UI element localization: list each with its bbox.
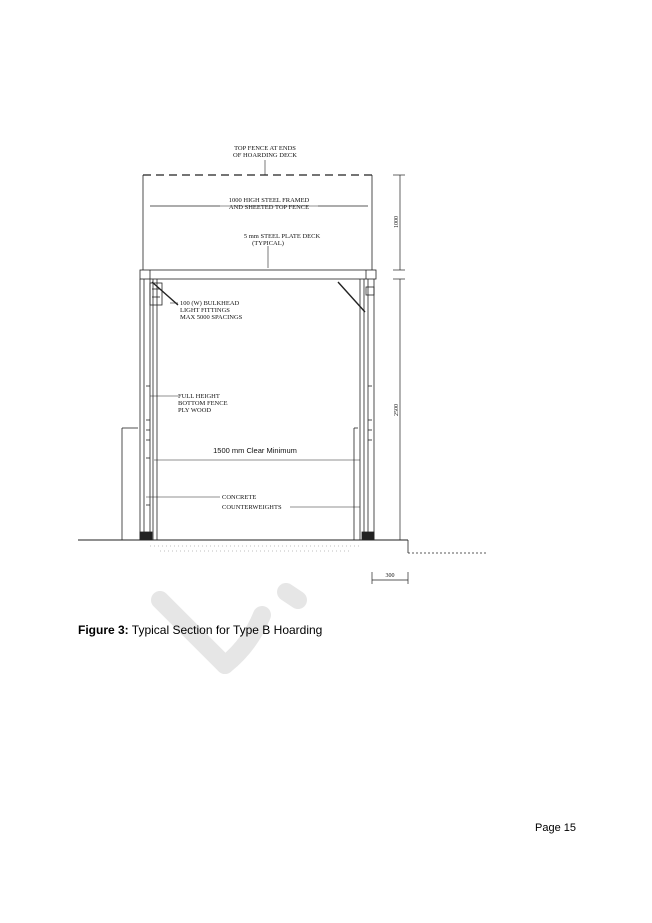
dim-bottom: 300 [386,573,395,579]
clear-width-note: 1500 mm Clear Minimum [213,446,297,455]
deck-beam [139,269,377,280]
top-fence-note-2: OF HOARDING DECK [233,152,297,159]
braces [151,281,366,313]
dim-top: 1000 [394,216,400,228]
figure-caption: Figure 3: Typical Section for Type B Hoa… [78,623,322,637]
dimension-lines [371,174,409,584]
bulkhead-note-3: MAX 5000 SPACINGS [180,314,243,321]
counterweight-note-1: CONCRETE [222,494,256,501]
right-post [353,279,375,541]
left-post [121,279,163,541]
drawing-labels: TOP FENCE AT ENDS OF HOARDING DECK 1000 … [178,145,400,579]
bottom-fence-note-2: BOTTOM FENCE [178,400,228,407]
bulkhead-note-2: LIGHT FITTINGS [180,307,230,314]
watermark [151,583,307,674]
page-number: Page 15 [535,822,576,834]
top-fence-note-1: TOP FENCE AT ENDS [234,145,296,152]
bulkhead-note-1: 100 (W) BULKHEAD [180,300,240,307]
fence-note-1: 1000 HIGH STEEL FRAMED [229,197,310,204]
deck-note-2: (TYPICAL) [252,240,284,247]
leader-lines [146,160,368,508]
top-fence [142,174,374,270]
bottom-fence-note-1: FULL HEIGHT [178,393,220,400]
figure-caption-text: Typical Section for Type B Hoarding [131,623,323,637]
deck-note-1: 5 mm STEEL PLATE DECK [244,233,321,240]
counterweight-note-2: COUNTERWEIGHTS [222,504,282,511]
ground-line [78,539,488,554]
dim-side: 2500 [394,404,400,416]
figure-caption-label: Figure 3: [78,623,129,637]
fence-note-2: AND SHEETED TOP FENCE [229,204,309,211]
bottom-fence-note-3: PLY WOOD [178,407,211,414]
